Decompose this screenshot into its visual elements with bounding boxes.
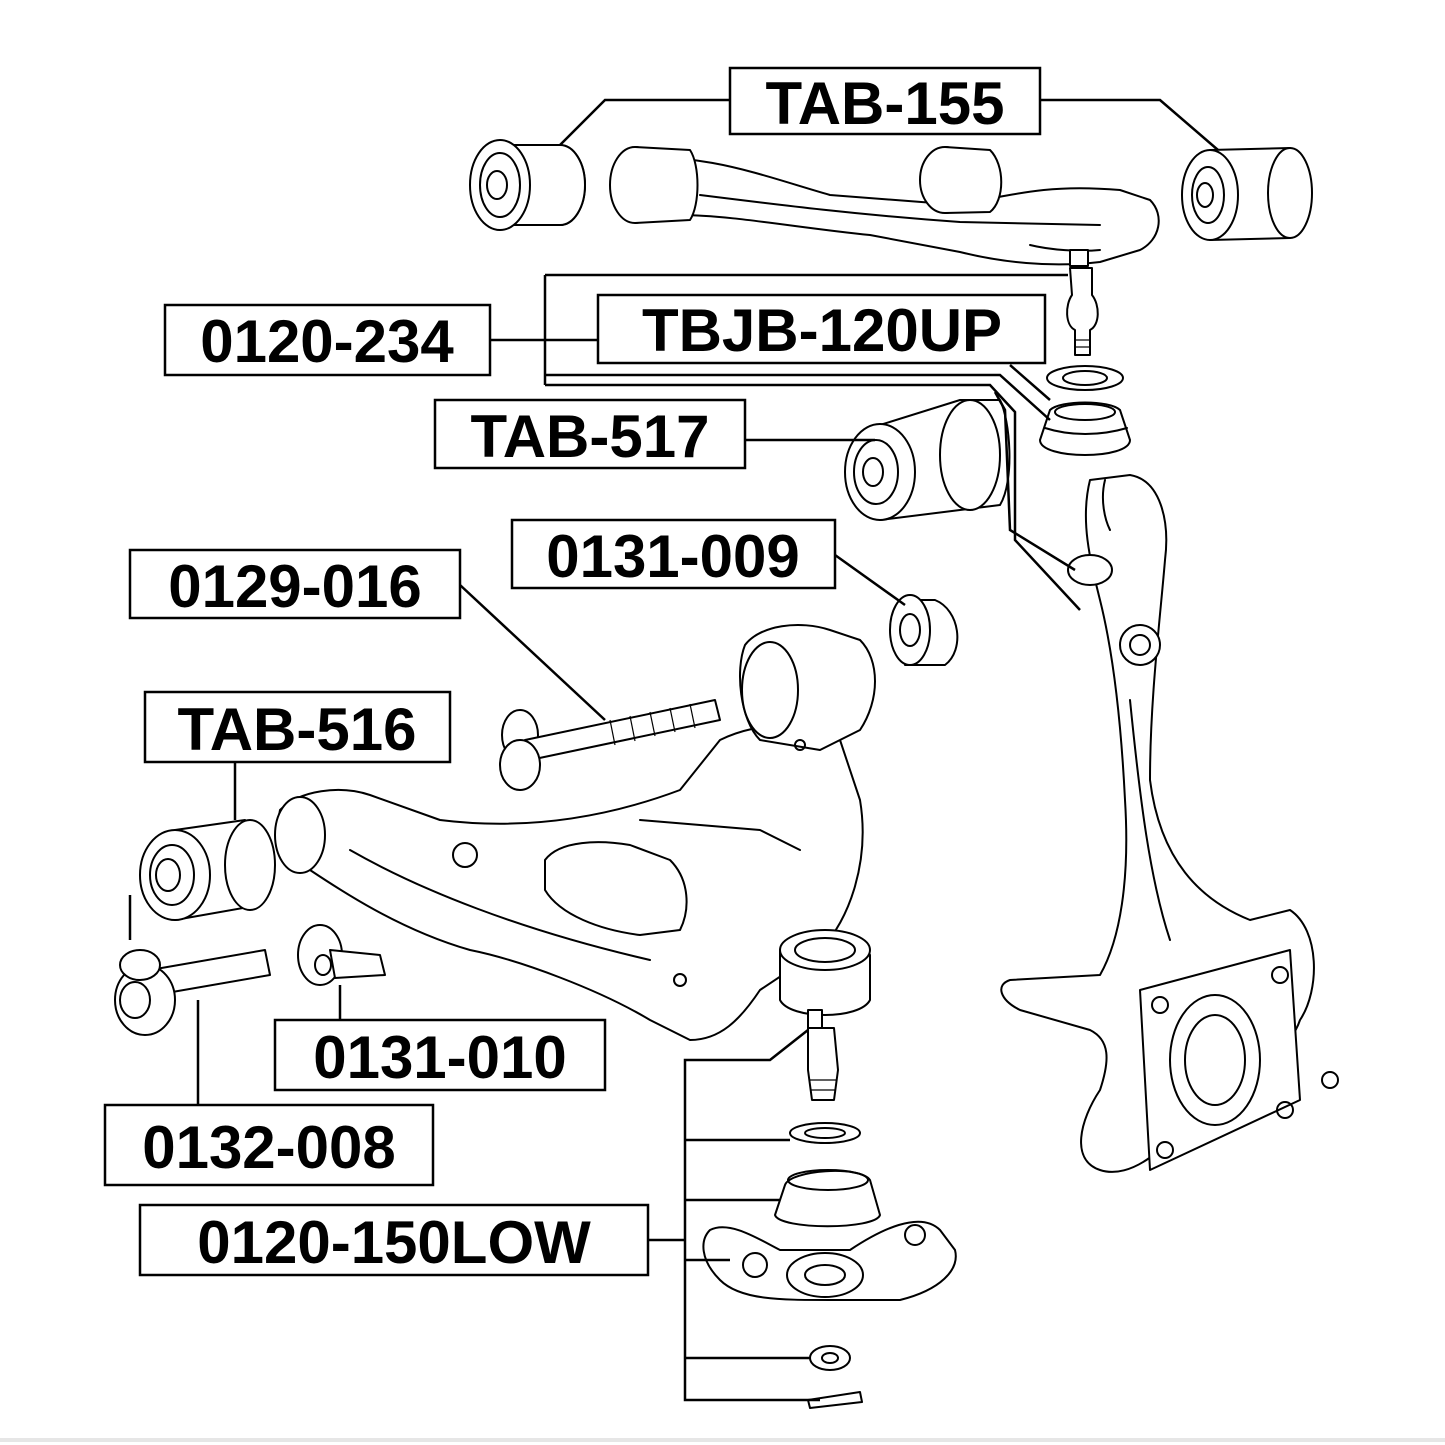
label-0120-234: 0120-234 [163,303,492,377]
large-bushing-517 [844,399,1011,521]
label-0131-010-text: 0131-010 [313,1024,567,1091]
bushing-516 [139,819,276,921]
upper-right-bushing [1181,147,1313,241]
cam-bolt [499,699,721,791]
label-tab-516: TAB-516 [143,690,452,764]
cam-washer-010 [297,924,386,986]
label-0120-150low: 0120-150LOW [138,1203,650,1277]
label-tab-517-text: TAB-517 [471,403,710,470]
label-0131-010: 0131-010 [273,1018,607,1092]
leader-lines [128,98,1219,1402]
label-tbjb-120up: TBJB-120UP [596,293,1047,365]
lower-ball-joint [779,929,871,1101]
label-0120-234-text: 0120-234 [200,308,454,375]
label-0129-016: 0129-016 [128,548,462,620]
label-0131-009: 0131-009 [510,518,837,590]
label-tab-517: TAB-517 [433,398,747,470]
small-bushing-009 [889,594,959,666]
lower-boot-kit [702,1122,957,1409]
label-0129-016-text: 0129-016 [168,553,422,620]
label-0132-008-text: 0132-008 [142,1114,396,1181]
upper-boot [1039,365,1131,456]
label-0132-008: 0132-008 [103,1103,435,1187]
lower-control-arm [274,624,876,1041]
label-0120-150low-text: 0120-150LOW [197,1209,591,1276]
label-tab-516-text: TAB-516 [178,696,417,763]
label-0131-009-text: 0131-009 [546,523,800,590]
label-tbjb-120up-text: TBJB-120UP [642,297,1002,364]
upper-ball-joint-stud [1066,267,1099,356]
label-tab-155: TAB-155 [728,66,1042,137]
upper-control-arm [609,146,1160,267]
cam-bolt-008 [114,949,271,1036]
upper-left-bushing [469,139,586,231]
steering-knuckle [1000,474,1339,1173]
label-tab-155-text: TAB-155 [766,70,1005,137]
